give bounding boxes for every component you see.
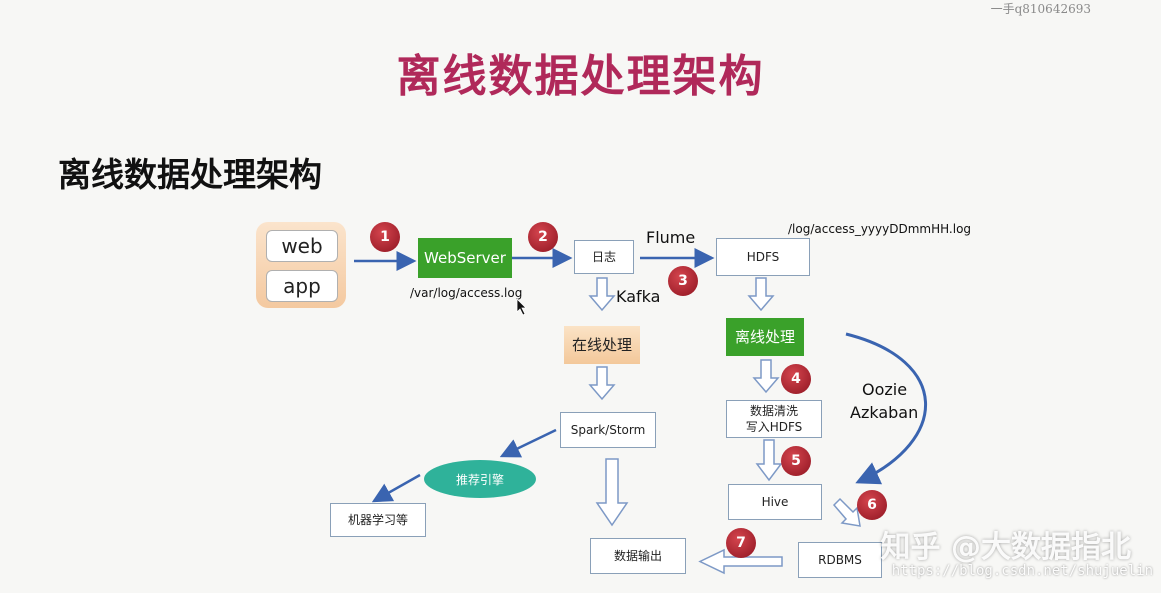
data-clean-node: 数据清洗 写入HDFS — [726, 400, 822, 438]
zhihu-watermark: 知乎 @大数据指北 — [880, 530, 1131, 565]
log-node: 日志 — [574, 240, 634, 274]
hollow-arrow-clean-hive — [755, 439, 783, 482]
hdfs-node: HDFS — [716, 238, 810, 276]
oozie-label: Oozie — [862, 380, 908, 399]
step-badge-2: 2 — [528, 222, 558, 252]
kafka-label: Kafka — [616, 287, 661, 306]
app-client: app — [266, 270, 338, 302]
hollow-arrow-rdbms-output — [698, 548, 783, 575]
flume-label: Flume — [646, 228, 696, 247]
step-badge-6: 6 — [857, 490, 887, 520]
var-log-path-label: /var/log/access.log — [410, 286, 523, 300]
data-clean-line1: 数据清洗 — [749, 404, 798, 418]
hive-node: Hive — [728, 484, 822, 520]
arrow-scheduler-curve — [845, 332, 928, 485]
page-title: 离线数据处理架构 — [396, 51, 765, 102]
web-client: web — [266, 230, 338, 262]
online-processing-node: 在线处理 — [564, 326, 640, 364]
top-watermark: 一手q810642693 — [990, 2, 1091, 16]
hollow-arrow-online-spark — [588, 366, 616, 401]
azkaban-label: Azkaban — [850, 403, 919, 422]
csdn-watermark: https://blog.csdn.net/shujuelin — [891, 563, 1153, 579]
recommend-engine-node: 推荐引擎 — [424, 460, 536, 498]
step-badge-7: 7 — [726, 528, 756, 558]
data-output-node: 数据输出 — [590, 538, 686, 574]
client-group: web app — [256, 222, 346, 308]
offline-processing-node: 离线处理 — [726, 318, 804, 356]
mouse-cursor-icon — [516, 298, 527, 316]
hollow-arrow-log-online — [588, 277, 616, 312]
data-clean-line2: 写入HDFS — [745, 420, 803, 434]
section-title: 离线数据处理架构 — [58, 155, 322, 194]
arrow-recommend-ml — [371, 473, 421, 503]
spark-storm-node: Spark/Storm — [560, 412, 656, 448]
spark-storm-label: Spark/Storm — [570, 423, 646, 437]
step-badge-3: 3 — [668, 266, 698, 296]
arrow-spark-recommend — [499, 428, 557, 458]
hollow-arrow-hdfs-offline — [747, 277, 775, 312]
rdbms-node: RDBMS — [798, 542, 882, 578]
hollow-arrow-offline-clean — [752, 359, 780, 394]
step-badge-5: 5 — [781, 446, 811, 476]
hdfs-path-label: /log/access_yyyyDDmmHH.log — [788, 222, 972, 236]
step-badge-4: 4 — [781, 364, 811, 394]
hollow-arrow-spark-output — [595, 458, 629, 527]
webserver-node: WebServer — [418, 238, 512, 278]
machine-learning-node: 机器学习等 — [330, 503, 426, 537]
hollow-arrow-hive-rdbms — [832, 497, 861, 527]
step-badge-1: 1 — [370, 222, 400, 252]
